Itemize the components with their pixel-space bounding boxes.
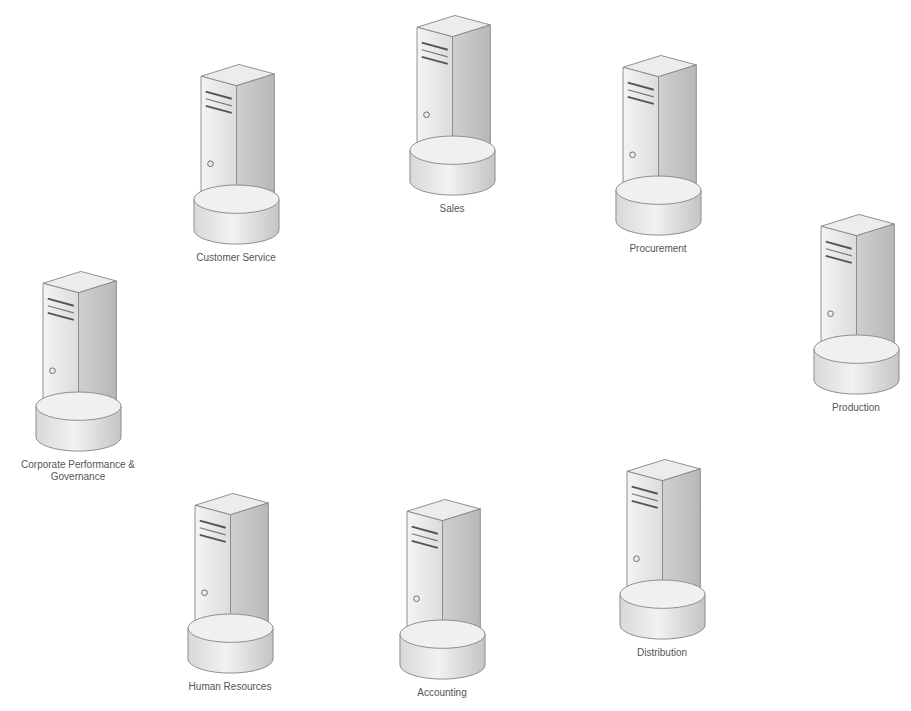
- server-icon: [189, 55, 284, 250]
- system-label: Corporate Performance & Governance: [17, 459, 139, 483]
- system-label: Distribution: [637, 647, 687, 659]
- server-icon: [809, 205, 904, 400]
- server-database: Production: [809, 205, 904, 414]
- system-label: Customer Service: [196, 252, 275, 264]
- system-label: Sales: [439, 203, 464, 215]
- system-label: Production: [832, 402, 880, 414]
- server-icon: [611, 46, 706, 241]
- server-icon: [395, 490, 490, 685]
- system-label: Human Resources: [189, 681, 272, 693]
- server-icon: [183, 484, 278, 679]
- server-database: Distribution: [615, 450, 710, 659]
- server-icon: [405, 6, 500, 201]
- server-database: Human Resources: [183, 484, 278, 693]
- system-label: Procurement: [629, 243, 686, 255]
- server-icon: [615, 450, 710, 645]
- system-label: Accounting: [417, 687, 466, 699]
- server-icon: [31, 262, 126, 457]
- server-database: Customer Service: [189, 55, 284, 264]
- server-database: Corporate Performance & Governance: [17, 262, 139, 483]
- server-database: Sales: [405, 6, 500, 215]
- server-database: Accounting: [395, 490, 490, 699]
- server-database: Procurement: [611, 46, 706, 255]
